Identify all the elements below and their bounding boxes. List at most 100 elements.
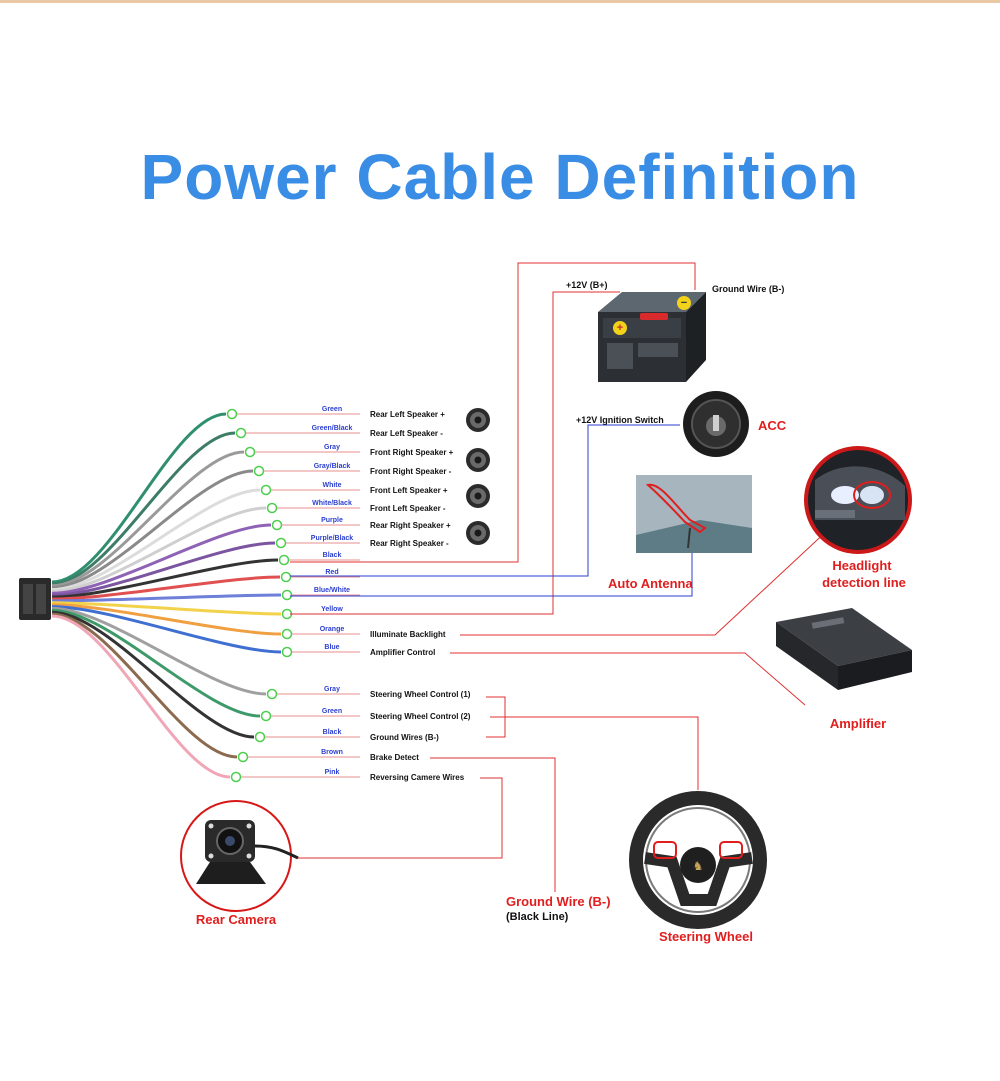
line-brake-ground: [430, 757, 556, 892]
line-bluewhite-antenna: [290, 543, 693, 597]
wire-function-label: Front Right Speaker -: [370, 467, 452, 476]
wire-0: [51, 412, 227, 584]
wire-ring-marker: [237, 751, 249, 763]
line-swc-2: [490, 716, 699, 790]
svg-text:♞: ♞: [693, 859, 704, 873]
wire-color-label: Orange: [320, 626, 345, 633]
battery-icon: + −: [598, 292, 706, 382]
wire-ring-marker: [280, 571, 292, 583]
wire-function-label: Rear Right Speaker +: [370, 521, 451, 530]
wire-color-label: Pink: [325, 769, 340, 776]
wire-9: [51, 575, 281, 601]
steering-wheel-icon: ♞: [629, 791, 767, 929]
amplifier-label: Amplifier: [830, 716, 886, 731]
wire-ring-marker: [244, 446, 256, 458]
ground-wire-top-label: Ground Wire (B-): [712, 284, 784, 294]
wire-3: [51, 469, 254, 590]
wire-function-label: Front Left Speaker -: [370, 504, 446, 513]
wire-ring-marker: [226, 408, 238, 420]
wire-16: [51, 610, 255, 739]
wire-function-label: Steering Wheel Control (1): [370, 690, 471, 699]
wire-ring-marker: [254, 731, 266, 743]
wire-function-label: Rear Left Speaker -: [370, 429, 443, 438]
headlight-icon: [804, 446, 912, 554]
wire-ring-marker: [271, 519, 283, 531]
wire-18: [51, 614, 231, 779]
wire-color-label: Blue: [324, 644, 339, 651]
wire-ring-marker: [266, 688, 278, 700]
wire-ring-marker: [281, 646, 293, 658]
page-title: Power Cable Definition: [140, 141, 860, 213]
wire-function-label: Illuminate Backlight: [370, 630, 446, 639]
wire-color-label: Black: [323, 552, 342, 559]
wire-color-label: Black: [323, 729, 342, 736]
wire-color-label: Yellow: [321, 606, 343, 613]
wire-color-label: White: [322, 482, 341, 489]
wire-color-label: Green: [322, 406, 342, 413]
wire-11: [51, 601, 282, 616]
top-accent-bar: [0, 0, 1000, 3]
wire-2: [51, 450, 245, 588]
harness-connector: [19, 578, 51, 620]
battery-positive-label: +12V (B+): [566, 280, 608, 290]
wire-4: [51, 488, 261, 592]
wire-color-label: Gray: [324, 444, 340, 451]
speaker-icon: [466, 521, 490, 545]
line-amp: [450, 652, 806, 706]
wire-10: [51, 593, 282, 603]
wire-function-label: Amplifier Control: [370, 648, 435, 657]
wire-15: [51, 608, 261, 718]
wire-ring-marker: [266, 502, 278, 514]
wire-function-label: Rear Right Speaker -: [370, 539, 449, 548]
wire-color-label: Purple: [321, 517, 343, 524]
wire-ring-marker: [275, 537, 287, 549]
wire-color-label: Gray: [324, 686, 340, 693]
wire-17: [51, 612, 238, 759]
svg-text:+: +: [617, 322, 623, 334]
wire-color-label: Green: [322, 708, 342, 715]
wire-7: [51, 541, 276, 597]
wire-function-label: Brake Detect: [370, 753, 419, 762]
wire-12: [51, 603, 282, 636]
wire-14: [51, 606, 267, 696]
wire-ring-marker: [281, 628, 293, 640]
wire-function-label: Steering Wheel Control (2): [370, 712, 471, 721]
rear-camera-icon: [180, 800, 299, 912]
speaker-icon: [466, 448, 490, 472]
ignition-switch-icon: [683, 391, 749, 457]
ground-wire-bottom-label: Ground Wire (B-): [506, 894, 611, 909]
wire-8: [51, 558, 279, 599]
steering-wheel-label: Steering Wheel: [659, 929, 753, 944]
wire-ring-marker: [235, 427, 247, 439]
wire-ring-marker: [278, 554, 290, 566]
auto-antenna-label: Auto Antenna: [608, 576, 693, 591]
line-yellow-battery: [290, 291, 620, 615]
wire-ring-marker: [253, 465, 265, 477]
wire-function-label: Ground Wires (B-): [370, 733, 439, 742]
speaker-icon: [466, 408, 490, 432]
wire-13: [51, 605, 282, 654]
line-black-ground: [290, 262, 696, 563]
wire-6: [51, 523, 272, 595]
black-line-label: (Black Line): [506, 911, 569, 923]
line-red-ignition: [290, 424, 680, 577]
line-backlight-headlight: [460, 527, 831, 636]
wire-ring-marker: [281, 589, 293, 601]
wire-1: [51, 431, 236, 586]
wire-color-label: Brown: [321, 749, 343, 756]
wire-color-label: Green/Black: [312, 425, 353, 432]
svg-text:−: −: [681, 297, 687, 309]
amplifier-icon: [776, 608, 912, 690]
wire-color-label: Red: [325, 569, 338, 576]
rear-camera-label: Rear Camera: [196, 912, 277, 927]
wire-color-label: Purple/Black: [311, 535, 354, 542]
wire-ring-marker: [260, 710, 272, 722]
line-rear-camera: [298, 777, 503, 859]
ignition-label: +12V Ignition Switch: [576, 415, 664, 425]
connection-lines: [290, 262, 831, 892]
wire-ring-marker: [260, 484, 272, 496]
speaker-icon: [466, 484, 490, 508]
wire-color-label: Blue/White: [314, 587, 350, 594]
